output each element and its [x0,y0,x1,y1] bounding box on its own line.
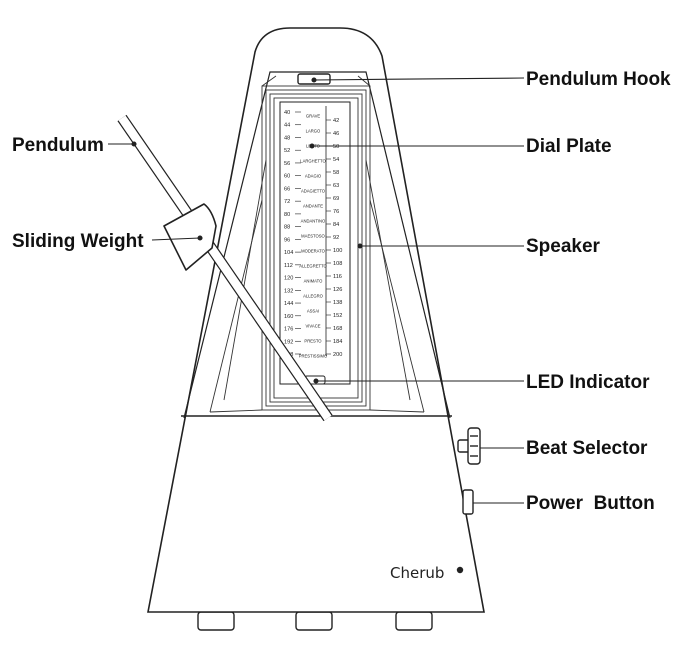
dial-right-number: 116 [333,274,342,280]
dial-tempo-marking: MAESTOSO [301,234,325,239]
dial-left-number: 160 [284,314,293,320]
brand-logo-dot [456,566,464,574]
dial-left-number: 176 [284,327,293,333]
foot-right [395,611,433,631]
dial-right-number: 54 [333,157,339,163]
power-button [462,489,474,515]
foot-center [295,611,333,631]
dial-left-number: 66 [284,186,290,192]
dial-tempo-marking: ANDANTE [303,204,323,209]
dial-right-number: 138 [333,300,342,306]
dial-right-number: 108 [333,261,342,267]
leader-lines [108,77,525,504]
beat-selector-knob [457,427,481,465]
label-speaker: Speaker [526,236,601,257]
dial-left-number: 52 [284,148,290,154]
dial-tempo-marking: ADAGIETTO [301,189,326,194]
dial-left-number: 96 [284,237,290,243]
dial-left-number: 132 [284,288,293,294]
front-window-outline [183,71,451,419]
dial-left-number: 72 [284,199,290,205]
dial-right-number: 76 [333,209,339,215]
dial-tempo-marking: ASSAI [307,309,319,314]
label-power-button: Power Button [526,493,655,514]
dial-left-number: 112 [284,263,293,269]
dial-right-number: 84 [333,222,339,228]
dial-left-number: 60 [284,174,290,180]
label-sliding-weight: Sliding Weight [12,231,144,252]
dial-left-number: 144 [284,301,293,307]
dial-tempo-marking: GRAVE [306,114,321,119]
dial-tempo-marking: LARGHETTO [300,159,326,164]
dial-left-number: 120 [284,276,293,282]
dial-tempo-marking: PRESTO [304,339,322,344]
label-pendulum: Pendulum [12,135,104,156]
label-led-indicator: LED Indicator [526,372,650,393]
dial-tempo-marking: PRESTISSIMO [299,354,328,359]
dial-tempo-marking: VIVACE [305,324,320,329]
dial-tempo-marking: ALLEGRO [303,294,324,299]
dial-tempo-marking: ANIMATO [304,279,323,284]
label-beat-selector: Beat Selector [526,438,648,459]
dial-left-number: 88 [284,225,290,231]
label-dial-plate: Dial Plate [526,136,612,157]
dial-left-number: 40 [284,110,290,116]
dial-right-number: 92 [333,235,339,241]
dial-tempo-marking: MODERATO [301,249,326,254]
sliding-weight [163,203,217,271]
dial-tempo-marking: ADAGIO [305,174,322,179]
dial-right-number: 126 [333,287,342,293]
dial-right-number: 152 [333,313,342,319]
dial-right-number: 50 [333,144,339,150]
dial-left-number: 80 [284,212,290,218]
dial-left-number: 192 [284,339,293,345]
brand-logo: Cherub [390,564,444,582]
dial-right-number: 200 [333,352,342,358]
label-pendulum-hook: Pendulum Hook [526,69,671,90]
dial-right-number: 42 [333,118,339,124]
metronome-feet [197,611,433,631]
dial-right-number: 46 [333,131,339,137]
dial-right-number: 58 [333,170,339,176]
dial-plate: 40 44 48 52 56 60 66 72 80 88 96 104 112 120 132 144 160… [279,101,351,385]
dial-tempo-marking: ALLEGRETTO [299,264,327,269]
dial-left-number: 56 [284,161,290,167]
dial-right-number: 63 [333,183,339,189]
dial-right-number: 168 [333,326,342,332]
dial-left-number: 104 [284,250,293,256]
dial-right-number: 100 [333,248,342,254]
dial-right-number: 69 [333,196,339,202]
foot-left [197,611,235,631]
dial-tempo-marking: LARGO [306,129,321,134]
dial-tempo-marking: ANDANTINO [301,219,326,224]
dial-right-number: 184 [333,339,342,345]
dial-left-number: 44 [284,123,290,129]
dial-left-number: 48 [284,135,290,141]
